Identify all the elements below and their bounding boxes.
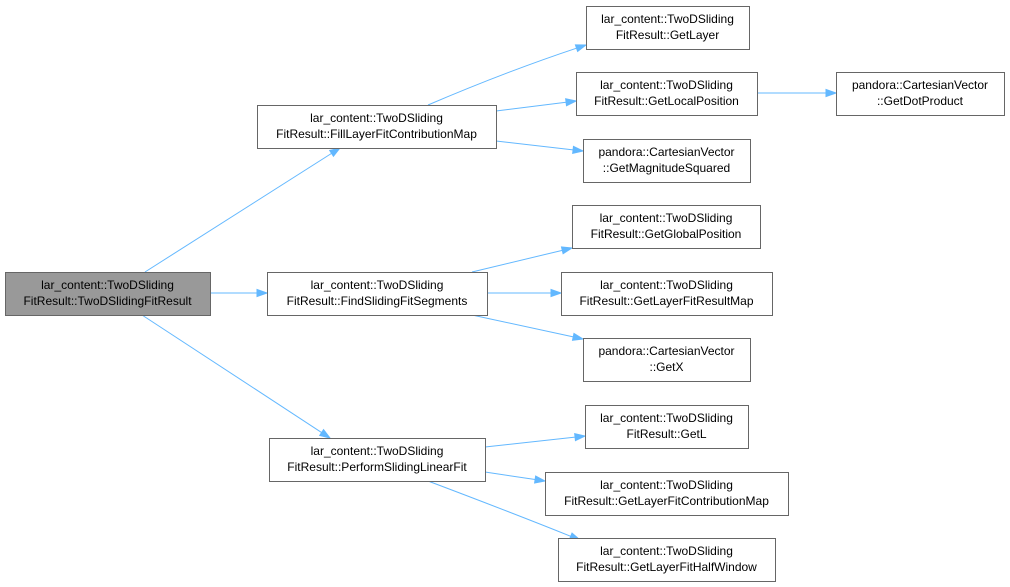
- node-box: [545, 472, 789, 516]
- edge-line: [427, 480, 571, 537]
- edge-arrowhead: [328, 147, 342, 158]
- node-label-line: ::GetX: [649, 360, 683, 374]
- node-mag[interactable]: pandora::CartesianVector::GetMagnitudeSq…: [583, 139, 751, 183]
- node-getlayer[interactable]: lar_content::TwoDSlidingFitResult::GetLa…: [586, 6, 750, 50]
- edges-layer: [141, 44, 838, 541]
- node-find[interactable]: lar_content::TwoDSlidingFitResult::FindS…: [267, 272, 488, 316]
- edge-arrowhead: [572, 145, 585, 154]
- edge-line: [495, 101, 567, 112]
- edge-getlocal-to-dot: [757, 88, 838, 98]
- node-box: [572, 205, 761, 249]
- edge-line: [484, 436, 576, 448]
- edge-arrowhead: [825, 88, 838, 98]
- node-label-line: ::GetDotProduct: [877, 94, 964, 108]
- node-label-line: ::GetMagnitudeSquared: [603, 161, 730, 175]
- node-label-line: FitResult::FindSlidingFitSegments: [287, 294, 468, 308]
- edge-perform-to-lfcm: [484, 471, 547, 484]
- edge-root-to-find: [210, 288, 269, 298]
- edge-arrowhead: [318, 428, 332, 439]
- node-label-line: FitResult::PerformSlidingLinearFit: [287, 460, 467, 474]
- node-label-line: FitResult::GetL: [626, 427, 706, 441]
- node-box: [257, 105, 497, 149]
- node-lfcm[interactable]: lar_content::TwoDSlidingFitResult::GetLa…: [545, 472, 789, 516]
- edge-line: [471, 314, 574, 338]
- node-label-line: pandora::CartesianVector: [852, 78, 988, 92]
- edge-perform-to-getl: [484, 432, 587, 448]
- node-label-line: lar_content::TwoDSliding: [600, 544, 733, 558]
- node-getx[interactable]: pandora::CartesianVector::GetX: [583, 338, 751, 382]
- node-box: [585, 405, 749, 449]
- node-box: [583, 139, 751, 183]
- node-label-line: lar_content::TwoDSliding: [600, 211, 733, 225]
- edge-arrowhead: [574, 44, 588, 53]
- node-fill[interactable]: lar_content::TwoDSlidingFitResult::FillL…: [257, 105, 497, 149]
- edge-arrowhead: [560, 246, 574, 255]
- node-box: [5, 272, 211, 316]
- edge-line: [495, 140, 574, 151]
- node-lfhw[interactable]: lar_content::TwoDSlidingFitResult::GetLa…: [558, 538, 776, 582]
- edge-line: [471, 249, 563, 273]
- node-box: [583, 338, 751, 382]
- node-label-line: lar_content::TwoDSliding: [41, 278, 174, 292]
- edge-find-to-getx: [471, 314, 585, 341]
- edge-find-to-global: [471, 246, 574, 273]
- edge-root-to-perform: [141, 314, 332, 439]
- node-label-line: lar_content::TwoDSliding: [600, 278, 733, 292]
- edge-root-to-fill: [144, 147, 342, 273]
- node-label-line: pandora::CartesianVector: [598, 344, 734, 358]
- node-label-line: lar_content::TwoDSliding: [600, 478, 733, 492]
- node-root[interactable]: lar_content::TwoDSlidingFitResult::TwoDS…: [5, 272, 211, 316]
- edge-arrowhead: [574, 432, 587, 442]
- node-box: [576, 72, 758, 116]
- edge-fill-to-getlocal: [495, 98, 578, 112]
- node-box: [586, 6, 750, 50]
- edge-arrowhead: [550, 288, 563, 298]
- node-label-line: FitResult::GetLocalPosition: [594, 94, 739, 108]
- node-getl[interactable]: lar_content::TwoDSlidingFitResult::GetL: [585, 405, 749, 449]
- node-label-line: FitResult::GetGlobalPosition: [591, 227, 742, 241]
- node-getlocal[interactable]: lar_content::TwoDSlidingFitResult::GetLo…: [576, 72, 758, 116]
- edge-arrowhead: [565, 98, 578, 107]
- node-label-line: lar_content::TwoDSliding: [600, 78, 733, 92]
- edge-fill-to-mag: [495, 140, 585, 154]
- node-label-line: FitResult::GetLayerFitResultMap: [579, 294, 753, 308]
- edge-line: [427, 47, 577, 106]
- node-label-line: pandora::CartesianVector: [598, 145, 734, 159]
- node-box: [836, 72, 1005, 116]
- node-label-line: FitResult::TwoDSlidingFitResult: [23, 294, 192, 308]
- node-box: [558, 538, 776, 582]
- node-dot[interactable]: pandora::CartesianVector::GetDotProduct: [836, 72, 1005, 116]
- edge-line: [484, 471, 536, 481]
- node-label-line: lar_content::TwoDSliding: [311, 444, 444, 458]
- node-label-line: FitResult::FillLayerFitContributionMap: [276, 127, 477, 141]
- node-label-line: lar_content::TwoDSliding: [600, 411, 733, 425]
- edge-fill-to-getlayer: [427, 44, 588, 106]
- edge-line: [144, 152, 332, 273]
- node-box: [267, 272, 488, 316]
- edge-arrowhead: [533, 475, 547, 484]
- node-label-line: lar_content::TwoDSliding: [311, 278, 444, 292]
- edge-arrowhead: [256, 288, 269, 298]
- node-label-line: FitResult::GetLayerFitHalfWindow: [576, 560, 757, 574]
- node-box: [561, 272, 773, 316]
- node-lfrm[interactable]: lar_content::TwoDSlidingFitResult::GetLa…: [561, 272, 773, 316]
- nodes-layer: lar_content::TwoDSlidingFitResult::TwoDS…: [5, 6, 1005, 582]
- node-label-line: FitResult::GetLayer: [616, 28, 719, 42]
- node-perform[interactable]: lar_content::TwoDSlidingFitResult::Perfo…: [269, 438, 486, 482]
- edge-arrowhead: [571, 332, 585, 341]
- node-label-line: FitResult::GetLayerFitContributionMap: [564, 494, 769, 508]
- node-label-line: lar_content::TwoDSliding: [310, 111, 443, 125]
- edge-line: [141, 314, 322, 433]
- edge-find-to-lfrm: [487, 288, 563, 298]
- node-global[interactable]: lar_content::TwoDSlidingFitResult::GetGl…: [572, 205, 761, 249]
- node-label-line: lar_content::TwoDSliding: [601, 12, 734, 26]
- node-box: [269, 438, 486, 482]
